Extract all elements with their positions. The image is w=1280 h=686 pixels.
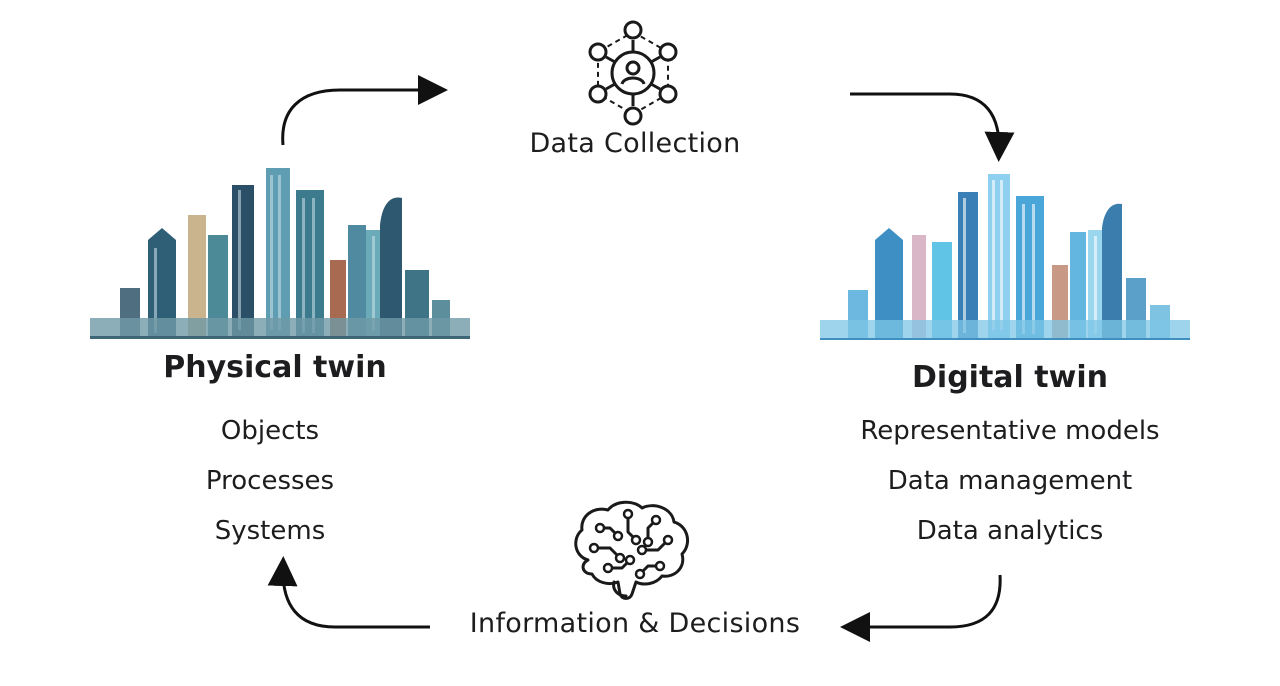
list-item: Data management [887,466,1133,496]
digital-twin-title: Digital twin [912,360,1108,395]
information-decisions-label: Information & Decisions [469,608,801,639]
digital-city-illustration [820,174,1190,340]
network-icon [588,20,678,126]
arrow-data-to-digital [850,92,1015,162]
arrow-digital-to-info [840,574,1002,642]
physical-city-illustration [90,168,470,339]
list-item: Representative models [860,416,1160,446]
list-item: Systems [214,516,326,546]
brain-icon [574,500,690,600]
data-collection-label: Data Collection [529,128,741,159]
physical-twin-list: Objects Processes Systems [120,416,420,566]
list-item: Data analytics [916,516,1104,546]
arrow-physical-to-data [281,75,448,146]
digital-twin-list: Representative models Data management Da… [820,416,1200,566]
physical-twin-title: Physical twin [163,350,387,385]
list-item: Objects [220,416,320,446]
arrow-info-to-physical [267,556,430,629]
list-item: Processes [205,466,335,496]
